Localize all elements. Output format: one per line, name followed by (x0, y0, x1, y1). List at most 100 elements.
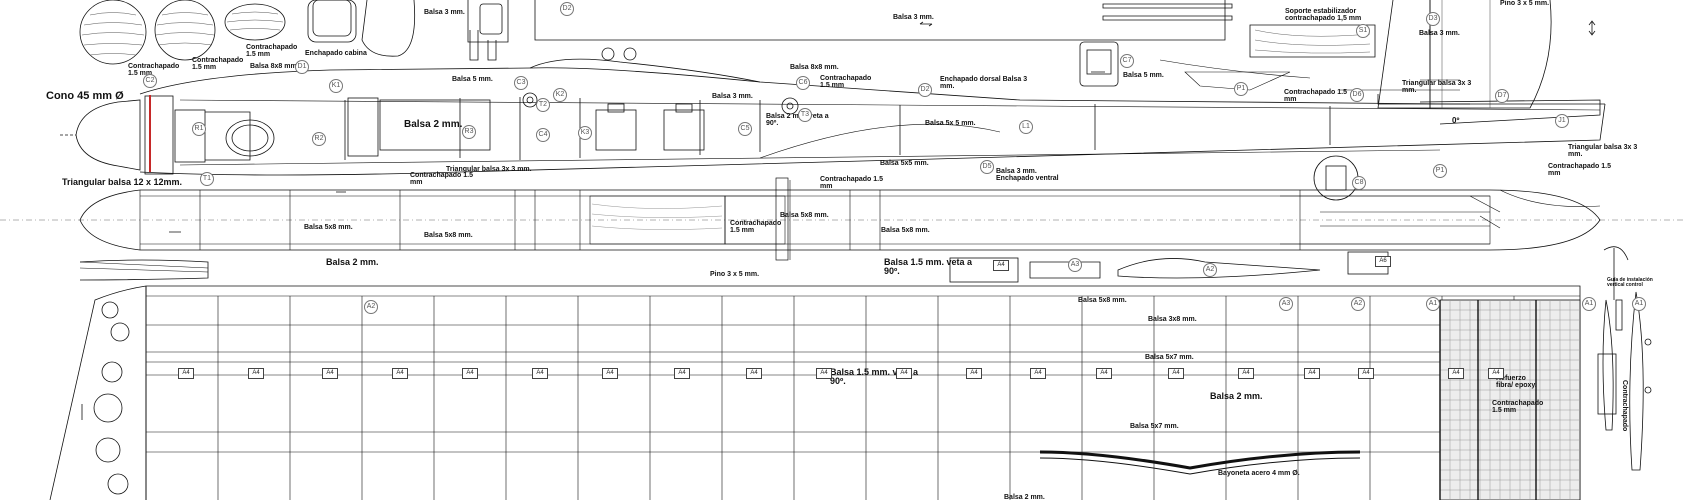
part-tag: C6 (796, 76, 810, 90)
part-tag: P1 (1234, 82, 1248, 96)
wing-plan (49, 285, 1581, 500)
part-tag: D5 (980, 160, 994, 174)
balsa-grain-label: Balsa 1.5 mm. veta a 90º. (830, 367, 919, 386)
part-tag: J1 (1555, 114, 1569, 128)
part-tag: A1 (1582, 297, 1596, 311)
rib-label: A4 (896, 368, 912, 379)
balsa-label: Balsa 3 mm. (712, 93, 753, 100)
balsa-grain-label: Balsa 1.5 mm. veta a 90º. (884, 257, 973, 276)
rib-label: A4 (1304, 368, 1320, 379)
balsa-label: Balsa 3 mm. (1419, 30, 1460, 37)
part-tag: R3 (462, 125, 476, 139)
cabin-sheeting-label: Enchapado cabina (305, 50, 367, 57)
plywood-label: Contrachapado 1.5 mm (730, 220, 782, 234)
balsa-label: Balsa 2 mm. (326, 257, 379, 267)
balsa-label: Balsa 5x8 mm. (881, 227, 930, 234)
balsa-label: Balsa 2 mm. (1004, 494, 1045, 501)
triangle-balsa-label: Triangular balsa 12 x 12mm. (62, 177, 183, 187)
part-tag: D3 (1426, 12, 1440, 26)
balsa-label: Balsa 3x8 mm. (1148, 316, 1197, 323)
balsa-label: Balsa 3 mm. (893, 14, 934, 21)
bayonet-label: Bayoneta acero 4 mm Ø. (1218, 470, 1300, 477)
plywood-label: Contrachapado 1.5 mm (246, 44, 298, 58)
rib-label: A4 (674, 368, 690, 379)
part-tag: T1 (200, 172, 214, 186)
part-tag: D2 (560, 2, 574, 16)
rib-label: A4 (966, 368, 982, 379)
balsa-label: Balsa 5 mm. (1123, 72, 1164, 79)
rib-label: A4 (462, 368, 478, 379)
balsa-label: Balsa 5x8 mm. (1078, 297, 1127, 304)
part-tag: D6 (1350, 88, 1364, 102)
balsa-label: Balsa 5x7 mm. (1145, 354, 1194, 361)
part-tag: A3 (1068, 258, 1082, 272)
part-tag: S1 (1356, 24, 1370, 38)
part-tag: A2 (1351, 297, 1365, 311)
part-tag: C3 (514, 76, 528, 90)
part-tag: A2 (1203, 263, 1217, 277)
dorsal-sheeting-label: Enchapado dorsal Balsa 3 mm. (940, 76, 1028, 90)
part-tag: A3 (1279, 297, 1293, 311)
triangle-balsa-label: Triangular balsa 3x 3 mm. (446, 166, 532, 173)
part-tag: C4 (536, 128, 550, 142)
balsa-label: Balsa 5x 5 mm. (925, 120, 976, 127)
triangle-balsa-label: Triangular balsa 3x 3 mm. (1402, 80, 1472, 94)
rib-label: A4 (1030, 368, 1046, 379)
plywood-label: Contrachapado 1.5 mm (1548, 163, 1612, 177)
pine-label: Pino 3 x 5 mm. (1500, 0, 1550, 7)
balsa-label: Balsa 5 mm. (452, 76, 493, 83)
rib-label: A4 (746, 368, 762, 379)
balsa-grain-label: Balsa 2 mm. veta a 90º. (766, 113, 829, 127)
arrow-markers (81, 20, 1596, 420)
small-sheet-parts (949, 251, 1389, 283)
firewall-disc-parts (79, 0, 286, 65)
circular-parts (601, 41, 1359, 201)
rib-label: A4 (248, 368, 264, 379)
cabin-parts (307, 0, 509, 61)
part-tag: C8 (1352, 176, 1366, 190)
triangle-balsa-label: Triangular balsa 3x 3 mm. (1568, 144, 1638, 158)
part-tag: A1 (1632, 297, 1646, 311)
part-tag: T3 (798, 108, 812, 122)
balsa-label: Balsa 2 mm. (404, 119, 463, 130)
rib-label: A4 (1358, 368, 1374, 379)
part-box: A4 (993, 260, 1009, 271)
balsa-label: Balsa 3 mm. (424, 9, 465, 16)
rib-label: A4 (178, 368, 194, 379)
balsa-label: Balsa 5x8 mm. (304, 224, 353, 231)
part-box: A6 (1375, 256, 1391, 267)
part-tag: P1 (1433, 164, 1447, 178)
reinforcement-label: Refuerzo fibra/ epoxy. (1496, 375, 1537, 389)
balsa-label: Balsa 8x8 mm. (790, 64, 839, 71)
tail-profile-right (1597, 246, 1652, 471)
part-tag: C2 (143, 74, 157, 88)
fuselage-side-view (60, 58, 1606, 176)
pine-label: Pino 3 x 5 mm. (710, 271, 760, 278)
fuselage-top-view (79, 177, 1601, 261)
balsa-label: Balsa 5x8 mm. (424, 232, 473, 239)
part-tag: D1 (295, 60, 309, 74)
part-tag: K2 (553, 88, 567, 102)
part-tag: D7 (1495, 89, 1509, 103)
part-tag: A2 (364, 300, 378, 314)
balsa-label: Balsa 8x8 mm. (250, 63, 299, 70)
plywood-label: Contrachapado 1.5 mm (192, 57, 244, 71)
part-tag: R1 (192, 122, 206, 136)
rib-label: A4 (1168, 368, 1184, 379)
part-tag: K3 (578, 126, 592, 140)
balsa-label: Balsa 5x5 mm. (880, 160, 929, 167)
balsa-label: Balsa 5x7 mm. (1130, 423, 1179, 430)
rib-label: A4 (816, 368, 832, 379)
rib-label: A4 (532, 368, 548, 379)
part-tag: R2 (312, 132, 326, 146)
part-tag: L1 (1019, 120, 1033, 134)
rib-label: A4 (1096, 368, 1112, 379)
plywood-label: Contrachapado 1.5 mm (1284, 89, 1348, 103)
cone-label: Cono 45 mm Ø (46, 90, 124, 102)
part-tag: D2 (918, 83, 932, 97)
plywood-label: Contrachapado 1.5 mm (820, 75, 872, 89)
plywood-label: Contrachapado 1.5 mm (1492, 400, 1544, 414)
upper-sheet-parts (534, 0, 1376, 58)
rib-label: A4 (1448, 368, 1464, 379)
